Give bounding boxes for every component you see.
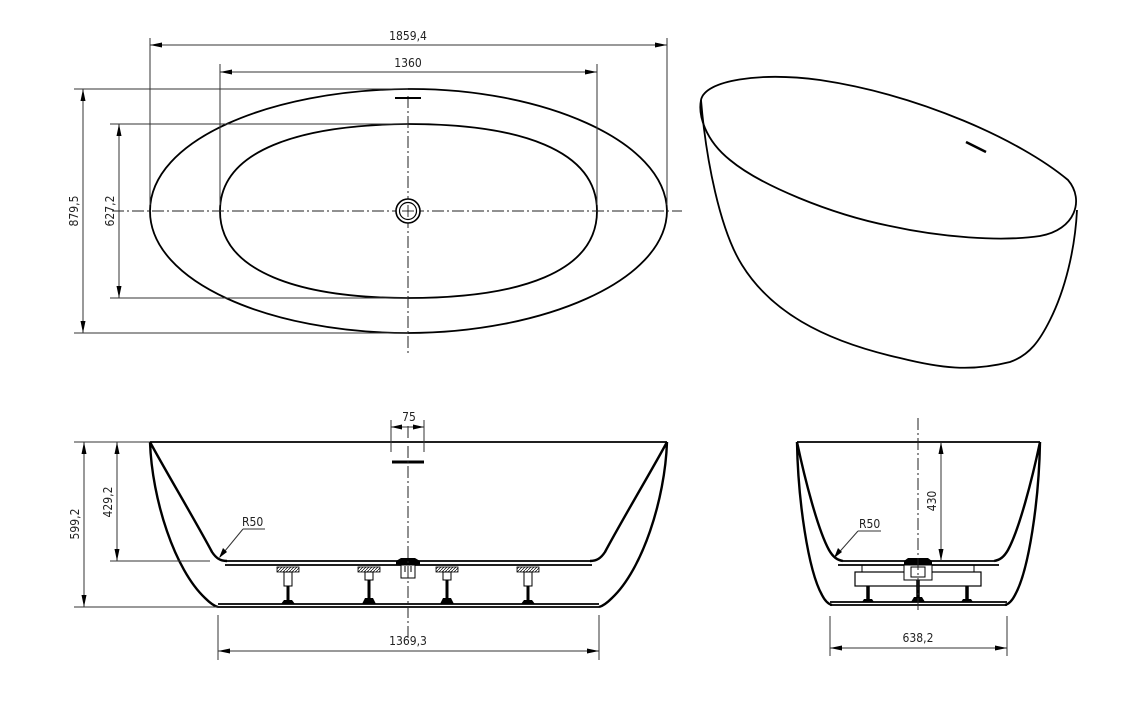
svg-text:429,2: 429,2	[101, 487, 115, 518]
adjustable-foot	[435, 566, 459, 604]
top-view: 1859,4 1360 879,5 627,2	[67, 29, 682, 356]
perspective-body	[700, 99, 1078, 369]
svg-text:1360: 1360	[394, 56, 422, 70]
adjustable-foot	[862, 586, 874, 602]
dimension-inner-depth: 429,2	[101, 442, 120, 561]
perspective-rim	[699, 76, 1077, 240]
svg-text:627,2: 627,2	[103, 196, 117, 227]
dimension-base-length: 1369,3	[218, 634, 599, 654]
dimension-overall-height: 599,2	[68, 442, 87, 607]
svg-text:1369,3: 1369,3	[389, 634, 427, 648]
svg-text:1859,4: 1859,4	[389, 29, 427, 43]
adjustable-foot	[961, 586, 973, 602]
side-radius-callout: R50	[834, 517, 881, 558]
adjustable-foot	[516, 566, 540, 604]
svg-text:599,2: 599,2	[68, 509, 82, 540]
dimension-inner-width: 627,2	[103, 124, 122, 298]
drain-icon	[395, 198, 421, 224]
svg-text:638,2: 638,2	[903, 631, 934, 645]
dimension-base-width: 638,2	[829, 616, 1008, 656]
svg-text:430: 430	[925, 491, 939, 512]
svg-text:75: 75	[402, 410, 416, 424]
dimension-overall-width: 879,5	[67, 89, 86, 333]
dimension-side-inner-depth: 430	[925, 442, 944, 561]
dimension-overall-length: 1859,4	[150, 29, 667, 48]
perspective-view	[699, 76, 1078, 369]
svg-text:879,5: 879,5	[67, 196, 81, 227]
perspective-overflow-slot	[965, 140, 987, 154]
svg-text:R50: R50	[859, 517, 880, 531]
dimension-overflow-width: 75	[391, 410, 424, 430]
radius-callout: R50	[219, 515, 265, 558]
adjustable-foot	[276, 566, 300, 604]
svg-text:R50: R50	[242, 515, 263, 529]
front-view: 75 599,2 429,2 R50 1369,3	[68, 410, 669, 660]
side-view: 430 R50 638,2	[795, 418, 1042, 656]
dimension-inner-length: 1360	[220, 56, 597, 75]
adjustable-foot	[357, 566, 381, 604]
